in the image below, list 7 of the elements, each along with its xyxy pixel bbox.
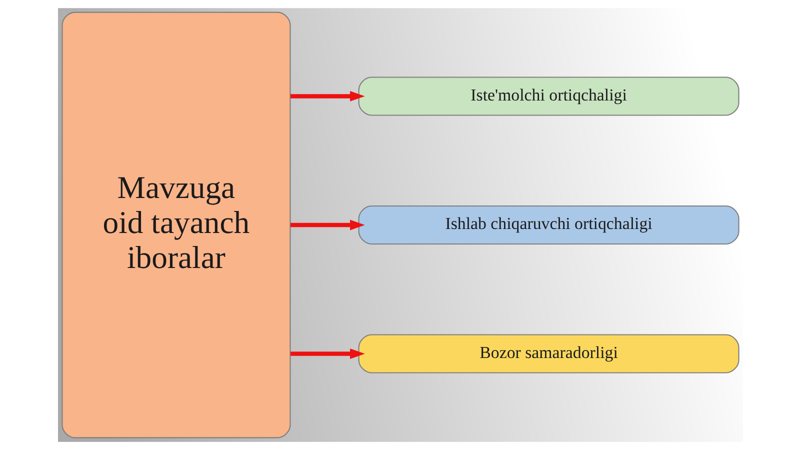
arrow: [290, 220, 364, 230]
node-box: Iste'molchi ortiqchaligi: [358, 76, 739, 116]
node-box: Bozor samaradorligi: [358, 334, 739, 374]
node-box: Ishlab chiqaruvchi ortiqchaligi: [358, 205, 739, 245]
arrow: [290, 91, 364, 102]
node-box: Mavzuga oid tayanch iboralar: [61, 12, 290, 438]
arrow: [290, 348, 364, 359]
